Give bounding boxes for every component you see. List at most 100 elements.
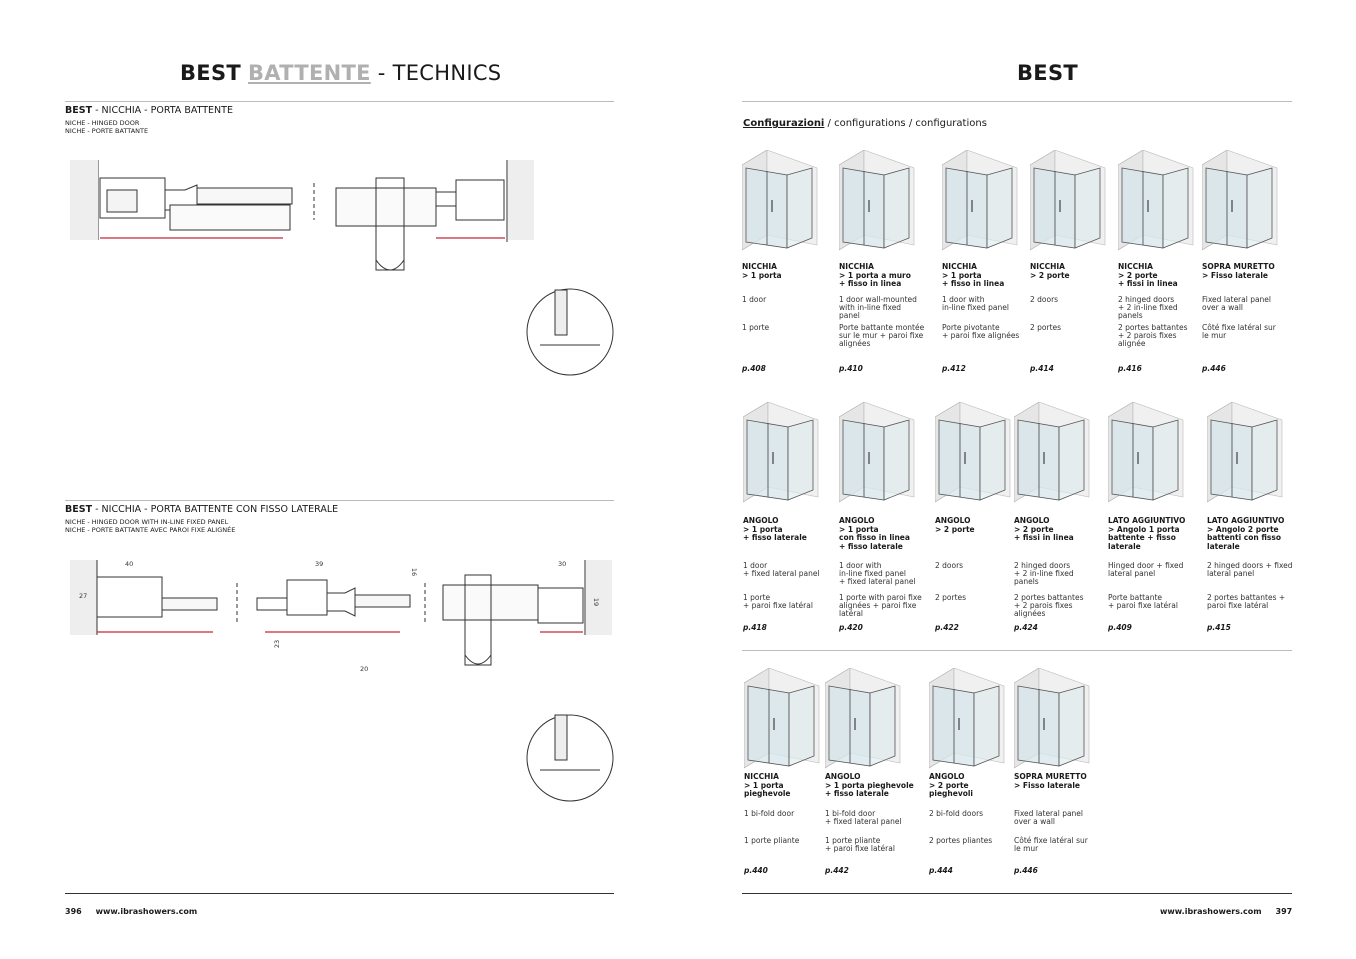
config-card[interactable]: ANGOLO > 1 porta + fisso laterale bbox=[743, 516, 838, 543]
section-subtitle-fr: NICHE - PORTE BATTANTE AVEC PAROI FIXE A… bbox=[65, 526, 236, 534]
shower-config-image[interactable] bbox=[1029, 149, 1110, 259]
shower-config-image[interactable] bbox=[1013, 667, 1094, 777]
config-title: ANGOLO > 1 porta pieghevole + fisso late… bbox=[825, 772, 914, 798]
section-bold: BEST bbox=[65, 105, 93, 116]
config-page-link[interactable]: p.414 bbox=[1030, 364, 1054, 373]
shower-config-image[interactable] bbox=[741, 149, 822, 259]
title-technics: - TECHNICS bbox=[377, 61, 502, 85]
config-desc-en: 1 door with in-line fixed panel + fixed … bbox=[839, 561, 916, 586]
config-card[interactable]: NICCHIA > 1 porta a muro + fisso in line… bbox=[839, 262, 934, 289]
config-card[interactable]: SOPRA MURETTO > Fisso laterale bbox=[1014, 772, 1109, 790]
config-desc-en: 1 door + fixed lateral panel bbox=[743, 561, 820, 578]
technical-drawing-2 bbox=[70, 560, 614, 802]
section-subtitle-en: NICHE - HINGED DOOR WITH IN-LINE FIXED P… bbox=[65, 518, 229, 526]
config-page-link[interactable]: p.410 bbox=[839, 364, 863, 373]
shower-config-image[interactable] bbox=[1107, 401, 1188, 511]
config-title: NICCHIA > 1 porta + fisso in linea bbox=[942, 262, 1005, 288]
shower-config-image[interactable] bbox=[1117, 149, 1198, 259]
config-desc-fr: 1 porte bbox=[742, 323, 770, 332]
config-card[interactable]: NICCHIA > 1 porta + fisso in linea bbox=[942, 262, 1037, 289]
config-desc-en: 2 bi-fold doors bbox=[929, 809, 984, 818]
config-desc-en: 1 bi-fold door + fixed lateral panel bbox=[825, 809, 902, 826]
shower-config-image[interactable] bbox=[824, 667, 905, 777]
config-card[interactable]: NICCHIA > 2 porte bbox=[1030, 262, 1125, 280]
shower-config-image[interactable] bbox=[838, 401, 919, 511]
section-title: - NICCHIA - PORTA BATTENTE bbox=[92, 105, 233, 116]
section-title: - NICCHIA - PORTA BATTENTE CON FISSO LAT… bbox=[92, 504, 339, 515]
config-desc-en: 1 door wall-mounted with in-line fixed p… bbox=[839, 295, 917, 320]
config-card[interactable]: NICCHIA > 1 porta bbox=[742, 262, 837, 280]
config-card[interactable]: NICCHIA > 1 porta pieghevole bbox=[744, 772, 839, 799]
title-best: BEST bbox=[180, 61, 242, 85]
divider bbox=[742, 101, 1292, 102]
config-card[interactable]: LATO AGGIUNTIVO > Angolo 2 porte battent… bbox=[1207, 516, 1302, 551]
configurations-bold: Configurazioni bbox=[743, 118, 825, 129]
config-title: NICCHIA > 1 porta pieghevole bbox=[744, 772, 791, 798]
dimension-label: 16 bbox=[410, 567, 419, 577]
configurations-heading: Configurazioni / configurations / config… bbox=[743, 118, 987, 129]
config-desc-fr: 2 portes pliantes bbox=[929, 836, 993, 845]
config-title: LATO AGGIUNTIVO > Angolo 2 porte battent… bbox=[1207, 516, 1285, 551]
shower-config-image[interactable] bbox=[928, 667, 1009, 777]
divider bbox=[65, 101, 614, 102]
config-title: LATO AGGIUNTIVO > Angolo 1 porta battent… bbox=[1108, 516, 1186, 551]
section-nicchia-porta-battente: BEST - NICCHIA - PORTA BATTENTE NICHE - … bbox=[65, 105, 233, 135]
config-desc-fr: 1 porte + paroi fixe latéral bbox=[743, 593, 813, 610]
section-subtitle-en: NICHE - HINGED DOOR bbox=[65, 119, 140, 127]
config-card[interactable]: ANGOLO > 2 porte bbox=[935, 516, 1030, 534]
config-card[interactable]: LATO AGGIUNTIVO > Angolo 1 porta battent… bbox=[1108, 516, 1203, 551]
config-desc-fr: 1 porte pliante + paroi fixe latéral bbox=[825, 836, 895, 853]
config-title: ANGOLO > 2 porte + fissi in linea bbox=[1014, 516, 1074, 542]
config-desc-fr: 2 portes battantes + 2 parois fixes alig… bbox=[1014, 593, 1084, 618]
left-page-title: BEST BATTENTE - TECHNICS bbox=[180, 61, 501, 85]
config-page-link[interactable]: p.415 bbox=[1207, 623, 1231, 632]
config-desc-en: 2 hinged doors + 2 in-line fixed panels bbox=[1118, 295, 1178, 320]
config-page-link[interactable]: p.409 bbox=[1108, 623, 1132, 632]
config-desc-en: 2 hinged doors + fixed lateral panel bbox=[1207, 561, 1293, 578]
website-link[interactable]: www.ibrashowers.com bbox=[1160, 907, 1262, 916]
config-page-link[interactable]: p.422 bbox=[935, 623, 959, 632]
config-page-link[interactable]: p.418 bbox=[743, 623, 767, 632]
section-subtitle-fr: NICHE - PORTE BATTANTE bbox=[65, 127, 149, 135]
config-card[interactable]: ANGOLO > 2 porte pieghevoli bbox=[929, 772, 1024, 799]
config-page-link[interactable]: p.420 bbox=[839, 623, 863, 632]
config-page-link[interactable]: p.412 bbox=[942, 364, 966, 373]
config-page-link[interactable]: p.416 bbox=[1118, 364, 1142, 373]
dimension-label: 20 bbox=[360, 665, 369, 673]
config-card[interactable]: SOPRA MURETTO > Fisso laterale bbox=[1202, 262, 1297, 280]
config-card[interactable]: NICCHIA > 2 porte + fissi in linea bbox=[1118, 262, 1213, 289]
config-page-link[interactable]: p.446 bbox=[1202, 364, 1226, 373]
config-card[interactable]: ANGOLO > 1 porta pieghevole + fisso late… bbox=[825, 772, 920, 799]
config-card[interactable]: ANGOLO > 1 porta con fisso in linea + fi… bbox=[839, 516, 934, 551]
config-page-link[interactable]: p.424 bbox=[1014, 623, 1038, 632]
configurations-rest: / configurations / configurations bbox=[824, 118, 987, 129]
website-link[interactable]: www.ibrashowers.com bbox=[95, 907, 198, 916]
shower-config-image[interactable] bbox=[934, 401, 1015, 511]
config-desc-fr: 1 porte pliante bbox=[744, 836, 800, 845]
shower-config-image[interactable] bbox=[941, 149, 1022, 259]
shower-config-image[interactable] bbox=[1206, 401, 1287, 511]
config-page-link[interactable]: p.446 bbox=[1014, 866, 1038, 875]
shower-config-image[interactable] bbox=[838, 149, 919, 259]
config-desc-en: 1 door with in-line fixed panel bbox=[942, 295, 1009, 312]
dimension-label: 39 bbox=[315, 560, 324, 568]
config-page-link[interactable]: p.442 bbox=[825, 866, 849, 875]
config-title: SOPRA MURETTO > Fisso laterale bbox=[1202, 262, 1275, 280]
divider bbox=[65, 500, 614, 501]
config-page-link[interactable]: p.444 bbox=[929, 866, 953, 875]
config-desc-en: 1 door bbox=[742, 295, 767, 304]
page-number: 396 bbox=[65, 907, 82, 916]
shower-config-image[interactable] bbox=[742, 401, 823, 511]
shower-config-image[interactable] bbox=[1013, 401, 1094, 511]
config-desc-fr: 1 porte with paroi fixe alignées + paroi… bbox=[839, 593, 922, 618]
config-page-link[interactable]: p.440 bbox=[744, 866, 768, 875]
config-desc-en: Fixed lateral panel over a wall bbox=[1202, 295, 1272, 312]
config-title: NICCHIA > 2 porte + fissi in linea bbox=[1118, 262, 1178, 288]
config-page-link[interactable]: p.408 bbox=[742, 364, 766, 373]
shower-config-image[interactable] bbox=[743, 667, 824, 777]
shower-config-image[interactable] bbox=[1201, 149, 1282, 259]
config-desc-fr: Côté fixe latéral sur le mur bbox=[1202, 323, 1276, 340]
config-desc-en: Hinged door + fixed lateral panel bbox=[1108, 561, 1184, 578]
config-card[interactable]: ANGOLO > 2 porte + fissi in linea bbox=[1014, 516, 1109, 543]
config-desc-en: 2 doors bbox=[1030, 295, 1059, 304]
